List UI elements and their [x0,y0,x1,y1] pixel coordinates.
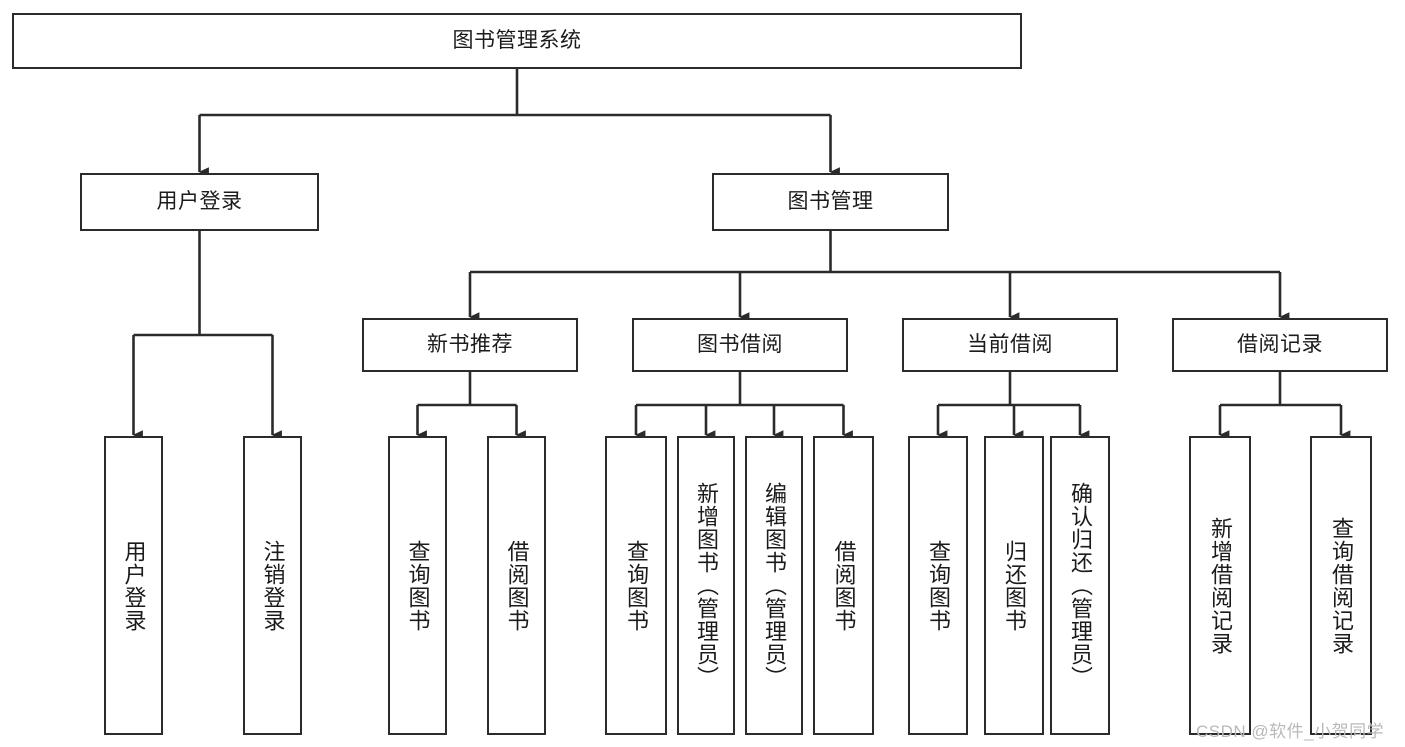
node-label: 图书借阅 [697,333,783,357]
node-leaf-query-book-2[interactable]: 查询图书 [605,436,667,735]
node-leaf-edit-book[interactable]: 编辑图书（管理员） [745,436,803,735]
node-leaf-logout[interactable]: 注销登录 [243,436,302,735]
node-label: 新书推荐 [427,333,513,357]
node-label: 用户登录 [156,190,243,214]
node-current-borrow[interactable]: 当前借阅 [902,318,1118,372]
node-label: 新增借阅记录 [1207,516,1233,655]
node-new-book-rec[interactable]: 新书推荐 [362,318,578,372]
node-label: 借阅图书 [831,539,857,632]
node-label: 注销登录 [260,539,286,632]
node-label: 借阅记录 [1237,333,1323,357]
node-leaf-borrow-book-1[interactable]: 借阅图书 [487,436,546,735]
node-leaf-query-record[interactable]: 查询借阅记录 [1310,436,1372,735]
node-label: 新增图书（管理员） [693,482,719,689]
node-borrow-record[interactable]: 借阅记录 [1172,318,1388,372]
node-leaf-query-book-1[interactable]: 查询图书 [388,436,447,735]
node-book-borrow[interactable]: 图书借阅 [632,318,848,372]
node-label: 确认归还（管理员） [1067,482,1093,689]
node-label: 查询图书 [925,539,951,632]
node-leaf-add-book[interactable]: 新增图书（管理员） [677,436,735,735]
node-label: 图书管理系统 [452,29,582,53]
node-leaf-borrow-book-2[interactable]: 借阅图书 [813,436,874,735]
node-label: 借阅图书 [504,539,530,632]
node-label: 查询图书 [623,539,649,632]
node-leaf-add-record[interactable]: 新增借阅记录 [1189,436,1251,735]
node-label: 查询图书 [405,539,431,632]
node-label: 图书管理 [787,190,874,214]
node-user-login[interactable]: 用户登录 [80,173,319,231]
node-label: 编辑图书（管理员） [761,482,787,689]
node-leaf-confirm-return[interactable]: 确认归还（管理员） [1050,436,1110,735]
node-leaf-user-login[interactable]: 用户登录 [104,436,163,735]
node-label: 用户登录 [121,539,147,632]
node-book-manage[interactable]: 图书管理 [712,173,949,231]
node-leaf-query-book-3[interactable]: 查询图书 [908,436,968,735]
node-leaf-return-book[interactable]: 归还图书 [984,436,1044,735]
node-label: 查询借阅记录 [1328,516,1354,655]
node-root[interactable]: 图书管理系统 [12,13,1022,69]
node-label: 当前借阅 [967,333,1053,357]
node-label: 归还图书 [1001,539,1027,632]
